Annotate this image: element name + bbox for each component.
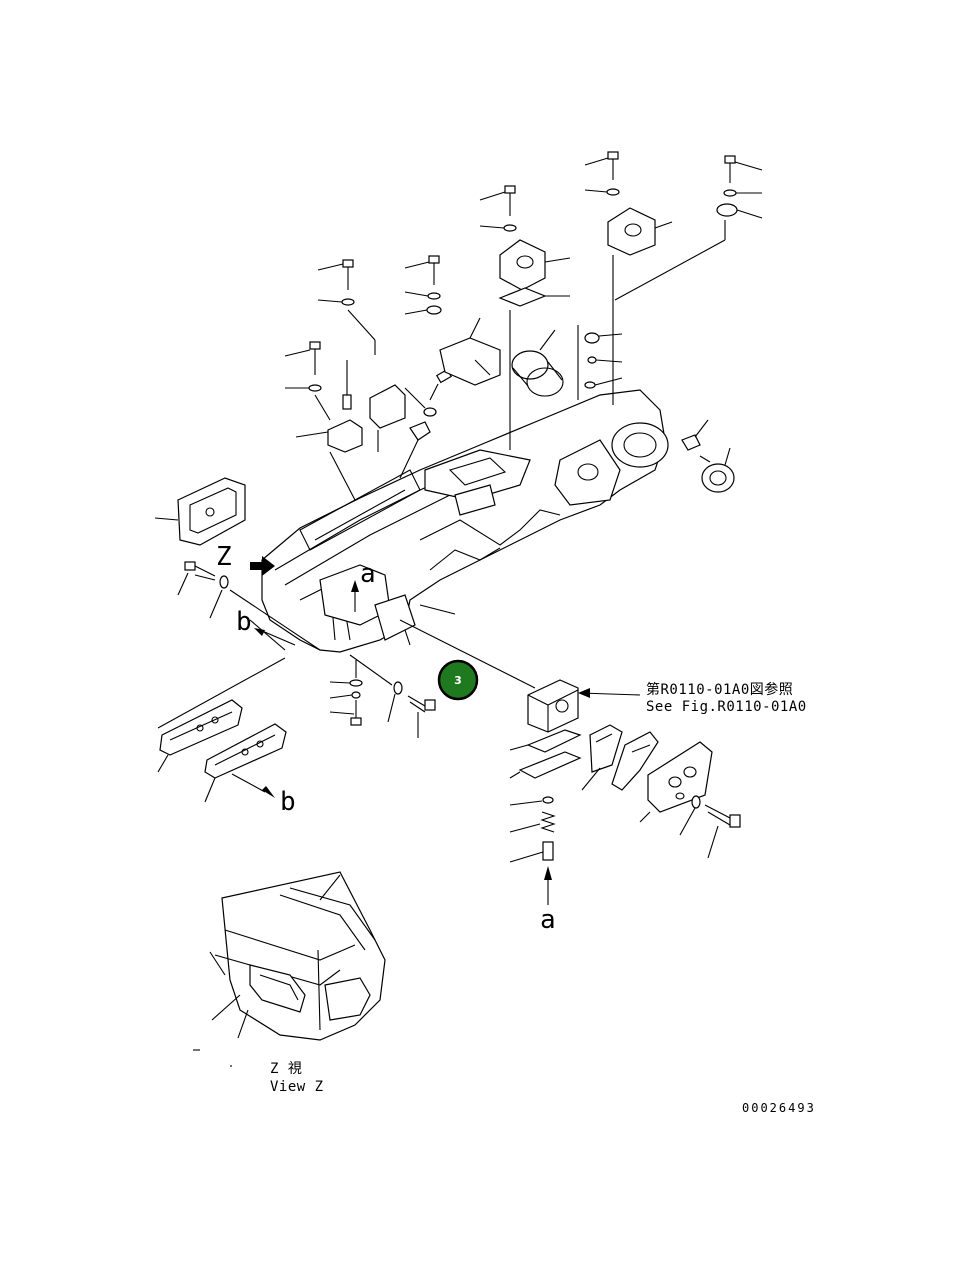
view-z-detail xyxy=(193,871,386,1067)
drawing-id: 00026493 xyxy=(742,1101,816,1115)
bolt-group-front xyxy=(177,561,321,651)
guide-shoes: b xyxy=(157,699,296,817)
bolt-group-center xyxy=(479,185,571,450)
view-a-arrow-top: a xyxy=(351,559,376,612)
view-z-caption-line1: Z 視 xyxy=(270,1061,302,1077)
view-a-label-top: a xyxy=(360,559,376,589)
reference-note: 第R0110-01A0図参照 See Fig.R0110-01A0 xyxy=(646,681,807,715)
view-b-label-bottom: b xyxy=(280,787,296,817)
view-b-label-top: b xyxy=(236,607,252,637)
callout-number: 3 xyxy=(454,674,462,687)
callout-badge[interactable]: 3 xyxy=(437,659,479,701)
view-z-caption: Z 視 View Z xyxy=(270,1061,324,1095)
leader-line xyxy=(419,604,456,615)
leader-line xyxy=(157,657,286,729)
side-parts xyxy=(581,724,741,859)
leader-line xyxy=(249,619,286,651)
bolt-group-lower xyxy=(329,654,436,738)
view-z-caption-line2: View Z xyxy=(270,1079,324,1095)
view-z-arrow: Z xyxy=(216,542,275,576)
top-cover xyxy=(439,317,501,386)
end-plate xyxy=(154,477,246,546)
bolt-group-right xyxy=(584,151,763,405)
small-parts-right xyxy=(577,325,735,493)
bolt-group-left xyxy=(284,255,453,501)
pin-block-assembly: a xyxy=(509,679,641,935)
track-frame xyxy=(261,389,669,653)
callout-circle[interactable] xyxy=(437,659,479,701)
leader-line xyxy=(404,629,411,646)
view-z-label: Z xyxy=(216,542,232,572)
reference-note-line2: See Fig.R0110-01A0 xyxy=(646,699,807,715)
leader-line xyxy=(399,619,536,689)
reference-note-line1: 第R0110-01A0図参照 xyxy=(646,681,793,698)
view-a-label-bottom: a xyxy=(540,905,556,935)
bushing xyxy=(511,329,564,397)
